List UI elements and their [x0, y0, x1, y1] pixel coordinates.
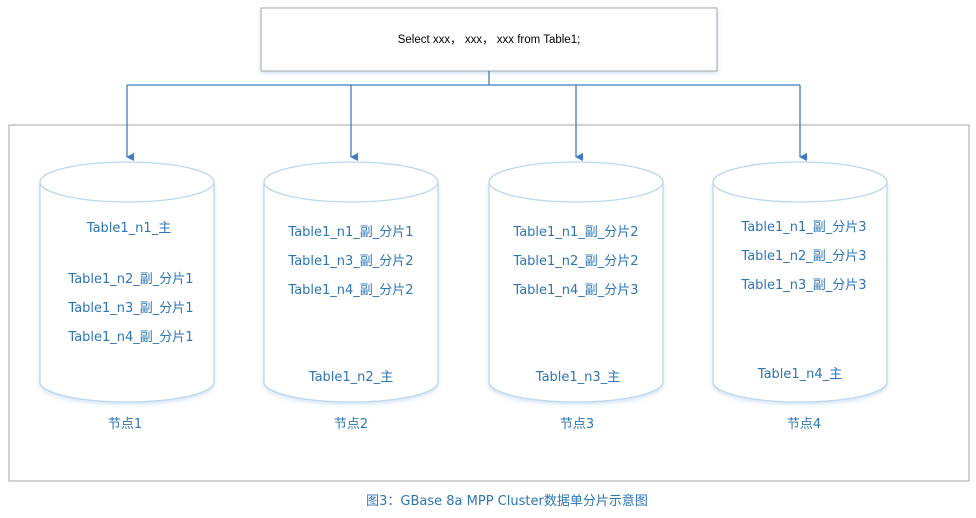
shard-label: Table1_n1_主 [86, 221, 171, 236]
shard-label: Table1_n3_副_分片3 [740, 278, 866, 293]
cylinder-top-4 [712, 161, 888, 203]
node-1: Table1_n1_主 Table1_n2_副_分片1 Table1_n3_副_… [39, 161, 215, 432]
shard-label: Table1_n1_副_分片2 [512, 225, 638, 240]
shard-label: Table1_n3_副_分片1 [67, 301, 193, 316]
cylinder-top-3 [488, 161, 664, 203]
figure-caption: 图3：GBase 8a MPP Cluster数据单分片示意图 [366, 493, 648, 509]
node-label: 节点1 [108, 417, 142, 432]
shard-label: Table1_n1_副_分片1 [287, 225, 413, 240]
node-label: 节点2 [334, 417, 368, 432]
shard-label: Table1_n2_副_分片1 [67, 272, 193, 287]
query-text: Select xxx， xxx， xxx from Table1; [398, 34, 581, 46]
cylinder-top-1 [39, 161, 215, 203]
shard-label: Table1_n2_主 [308, 370, 393, 385]
shard-label: Table1_n2_副_分片2 [512, 254, 638, 269]
cylinder-4 [712, 182, 888, 403]
shard-label: Table1_n4_副_分片2 [287, 283, 413, 298]
shard-label: Table1_n3_主 [535, 370, 620, 385]
node-3: Table1_n1_副_分片2 Table1_n2_副_分片2 Table1_n… [488, 161, 664, 432]
shard-label: Table1_n4_副_分片3 [512, 283, 638, 298]
cylinder-top-2 [263, 161, 439, 203]
node-label: 节点4 [787, 417, 821, 432]
cylinder-3 [488, 182, 664, 403]
node-2: Table1_n1_副_分片1 Table1_n3_副_分片2 Table1_n… [263, 161, 439, 432]
connectors [126, 71, 807, 161]
shard-label: Table1_n3_副_分片2 [287, 254, 413, 269]
shard-label: Table1_n4_副_分片1 [67, 330, 193, 345]
query-box [260, 7, 718, 72]
shard-label: Table1_n1_副_分片3 [740, 220, 866, 235]
shard-label: Table1_n4_主 [757, 367, 842, 382]
node-label: 节点3 [560, 417, 594, 432]
shard-label: Table1_n2_副_分片3 [740, 249, 866, 264]
node-4: Table1_n1_副_分片3 Table1_n2_副_分片3 Table1_n… [712, 161, 888, 432]
cylinder-1 [39, 182, 215, 403]
cylinder-2 [263, 182, 439, 403]
